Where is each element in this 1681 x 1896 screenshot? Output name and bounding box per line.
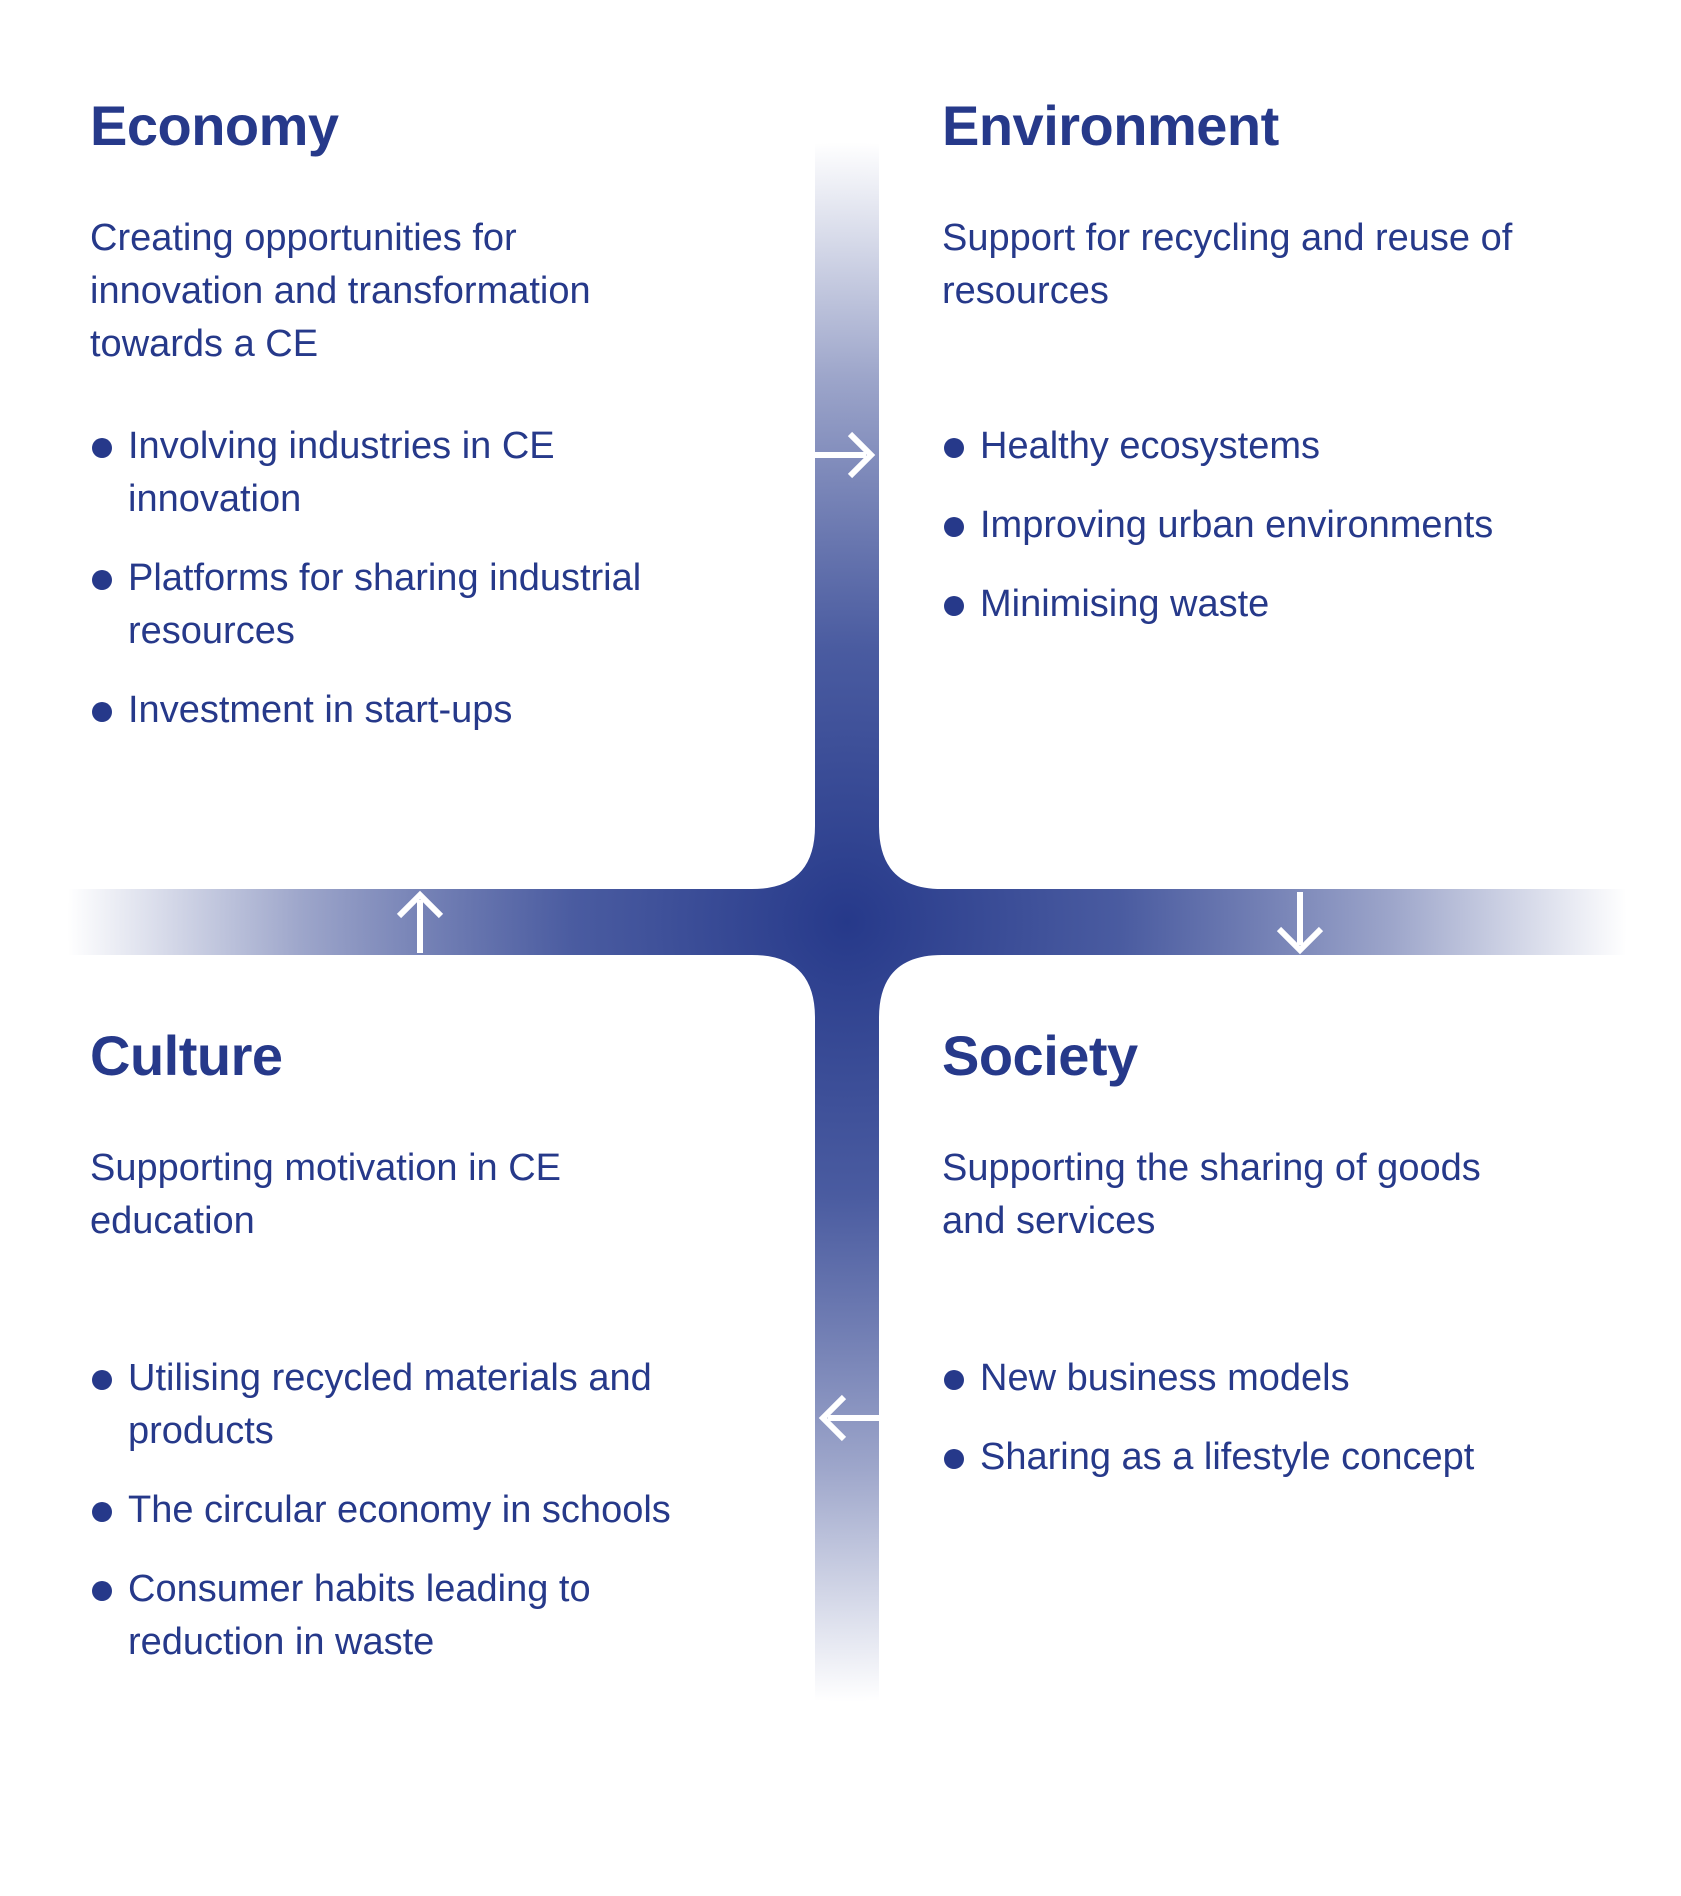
quadrant-description: Support for recycling and reuse of resou… [942,217,1513,312]
bullet-dot-icon [944,1370,964,1390]
quadrant-description: Creating opportunities for innovation an… [90,217,591,365]
bullet-dot-icon [92,438,112,458]
quadrant-title: Economy [90,94,339,157]
arrow-down-icon [1276,892,1324,955]
bullet-dot-icon [92,702,112,722]
quadrant-description: Supporting motivation in CE education [90,1147,562,1242]
quadrant-society: Society Supporting the sharing of goods … [942,1022,1542,1478]
list-item: Improving urban environments [942,499,1542,552]
bullet-dot-icon [92,1370,112,1390]
list-item: The circular economy in schools [90,1484,690,1537]
quadrant-environment: Environment Support for recycling and re… [942,92,1542,625]
arrow-right-icon [815,431,876,479]
bullet-dot-icon [92,1502,112,1522]
bullet-list: New business models Sharing as a lifesty… [942,1352,1542,1510]
list-item: Sharing as a lifestyle concept [942,1431,1542,1484]
list-item: Consumer habits leading to reduction in … [90,1563,690,1669]
arrow-up-icon [396,890,444,953]
bullet-dot-icon [92,570,112,590]
bullet-list: Utilising recycled materials and product… [90,1352,690,1695]
bullet-dot-icon [944,596,964,616]
list-item: Minimising waste [942,578,1542,631]
cross-shape [60,130,1630,1720]
quadrant-title: Society [942,1024,1138,1087]
quadrant-description: Supporting the sharing of goods and serv… [942,1147,1481,1242]
list-item: Healthy ecosystems [942,420,1542,473]
quadrant-economy: Economy Creating opportunities for innov… [90,92,690,731]
bullet-dot-icon [944,517,964,537]
bullet-dot-icon [944,1449,964,1469]
quadrant-title: Culture [90,1024,283,1087]
arrow-left-icon [818,1394,879,1442]
bullet-dot-icon [944,438,964,458]
bullet-list: Healthy ecosystems Improving urban envir… [942,420,1542,657]
bullet-list: Involving industries in CE innovation Pl… [90,420,690,763]
quadrant-culture: Culture Supporting motivation in CE educ… [90,1022,690,1663]
list-item: Platforms for sharing industrial resourc… [90,552,690,658]
bullet-dot-icon [92,1581,112,1601]
list-item: New business models [942,1352,1542,1405]
quadrant-title: Environment [942,94,1279,157]
list-item: Involving industries in CE innovation [90,420,690,526]
list-item: Utilising recycled materials and product… [90,1352,690,1458]
list-item: Investment in start-ups [90,684,690,737]
